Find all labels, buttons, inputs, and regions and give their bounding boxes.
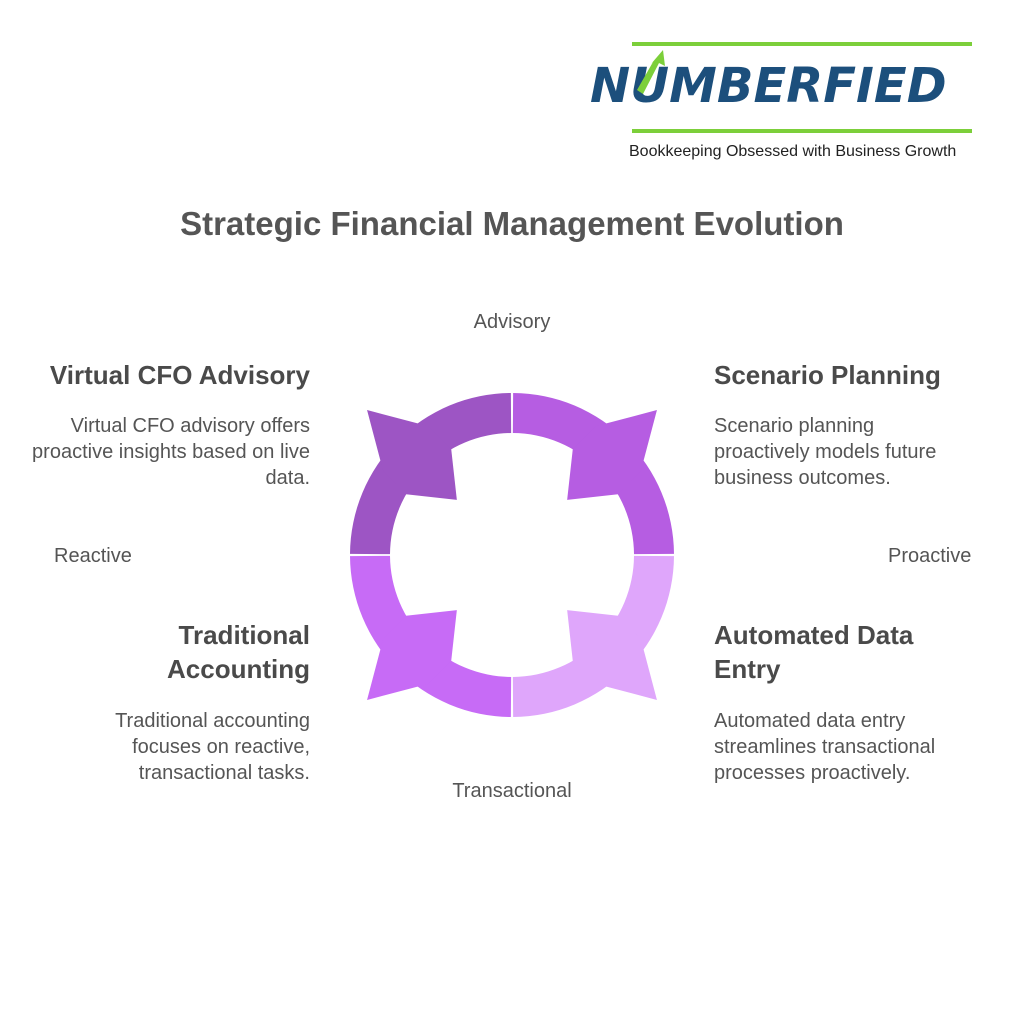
- axis-label-bottom: Transactional: [452, 780, 572, 802]
- logo-bottom-rule: [632, 129, 972, 133]
- ring-segment-traditional-accounting: [350, 555, 512, 717]
- quadrant-desc-traditional-accounting: Traditional accounting focuses on reacti…: [115, 710, 310, 784]
- logo-arrow-icon: [637, 50, 665, 94]
- axis-label-left: Reactive: [54, 545, 132, 567]
- axis-label-top: Advisory: [473, 311, 551, 333]
- logo-top-rule: [632, 42, 972, 46]
- quadrant-heading-virtual-cfo: Virtual CFO Advisory: [49, 360, 310, 390]
- quadrant-heading-automated-data-entry: Automated Data Entry: [714, 620, 914, 684]
- quadrant-desc-virtual-cfo: Virtual CFO advisory offers proactive in…: [32, 415, 310, 489]
- logo-tagline: Bookkeeping Obsessed with Business Growt…: [629, 143, 957, 160]
- arrow-points-icon-traditional-accounting: [367, 610, 457, 700]
- numberfied-logo: [632, 42, 972, 133]
- arrow-points-icon-scenario-planning: [567, 410, 657, 500]
- logo-wordmark: NUMBERFIED: [590, 58, 947, 114]
- ring-segment-virtual-cfo: [350, 393, 512, 555]
- arrow-points-icon-automated-data-entry: [567, 610, 657, 700]
- page-title: Strategic Financial Management Evolution: [180, 205, 844, 242]
- axis-label-right: Proactive: [888, 545, 972, 567]
- quadrant-desc-automated-data-entry: Automated data entry streamlines transac…: [714, 710, 936, 784]
- quadrant-desc-scenario-planning: Scenario planning proactively models fut…: [714, 415, 937, 489]
- ring-segment-scenario-planning: [512, 393, 674, 555]
- quadrant-heading-traditional-accounting: Traditional Accounting: [167, 620, 310, 684]
- arrow-points-icon-virtual-cfo: [367, 410, 457, 500]
- quadrant-heading-scenario-planning: Scenario Planning: [714, 360, 941, 390]
- ring-segment-automated-data-entry: [512, 555, 674, 717]
